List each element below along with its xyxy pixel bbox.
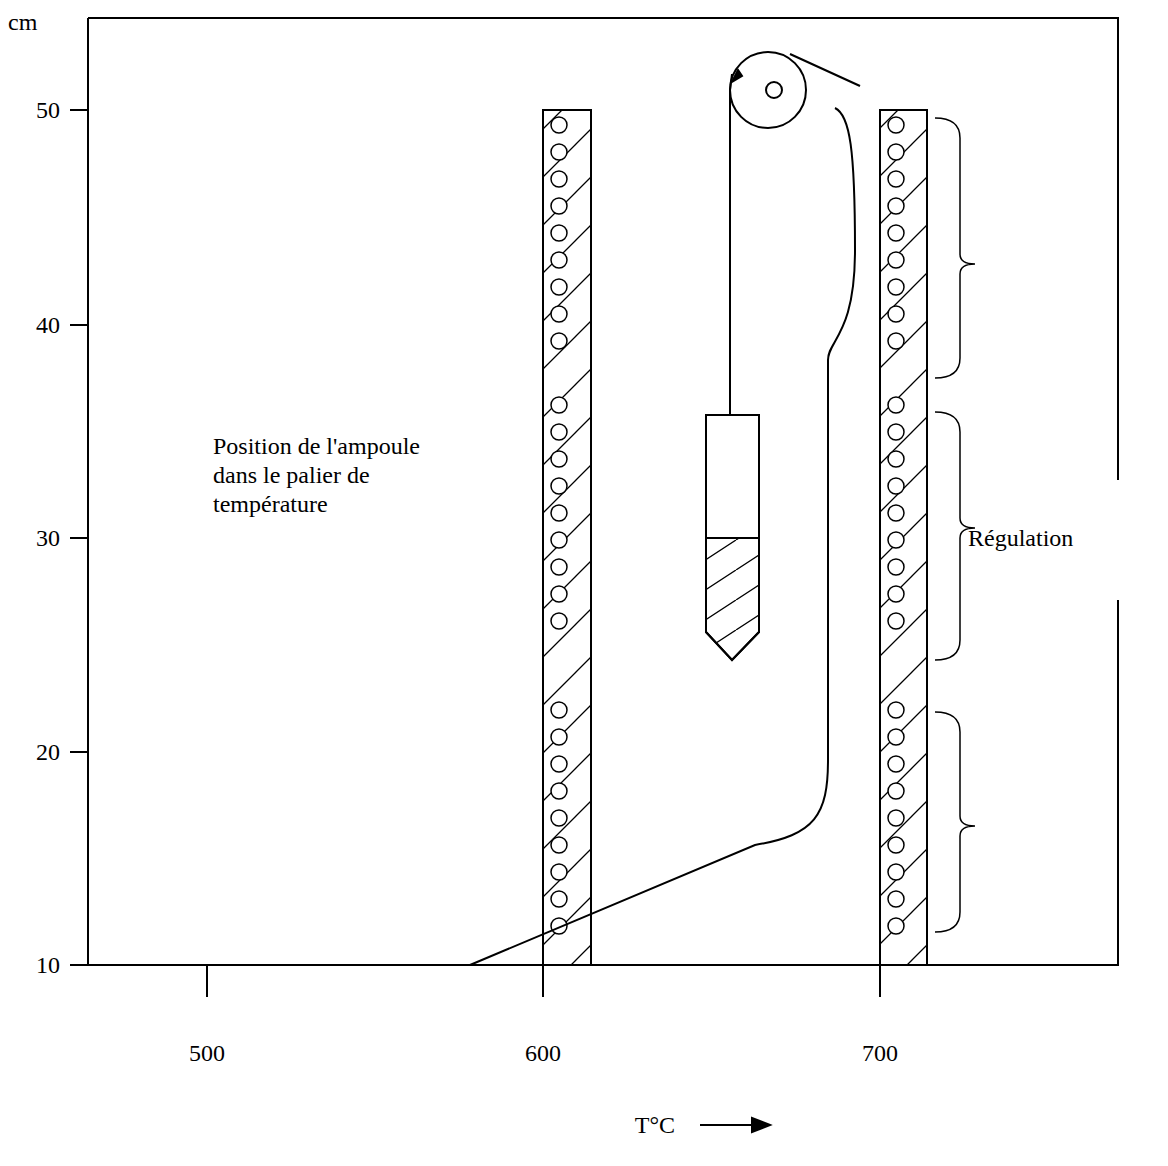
- heating-coil: [888, 810, 904, 826]
- heating-coil: [551, 252, 567, 268]
- heating-coil: [888, 451, 904, 467]
- heating-coil: [551, 586, 567, 602]
- heating-coil: [888, 729, 904, 745]
- heating-coil: [551, 451, 567, 467]
- heating-coil: [888, 505, 904, 521]
- axis-tick: [207, 965, 880, 997]
- regulation-label: Régulation: [968, 524, 1073, 553]
- heating-coil: [551, 198, 567, 214]
- axis-value: 10: [36, 951, 60, 980]
- heating-coil: [551, 864, 567, 880]
- axis-tick: [70, 110, 88, 965]
- heating-coil: [888, 783, 904, 799]
- heating-coil: [551, 171, 567, 187]
- heating-coil: [888, 225, 904, 241]
- heating-coil: [551, 333, 567, 349]
- heater-wall: [543, 110, 591, 965]
- heating-coil: [888, 891, 904, 907]
- heating-coil: [551, 225, 567, 241]
- heating-coil: [551, 397, 567, 413]
- temperature-profile: [470, 108, 855, 965]
- heating-coil: [551, 783, 567, 799]
- heating-coil: [888, 424, 904, 440]
- heating-coil: [551, 117, 567, 133]
- heating-coil: [888, 252, 904, 268]
- heating-coil: [888, 756, 904, 772]
- axis-title: cm: [8, 8, 37, 37]
- heating-coil: [888, 532, 904, 548]
- axis-value: 600: [525, 1039, 561, 1068]
- heating-coil: [551, 478, 567, 494]
- heating-coil: [551, 729, 567, 745]
- heating-coil: [888, 279, 904, 295]
- heating-coil: [888, 478, 904, 494]
- suspension-wire: [729, 90, 731, 415]
- arrow-head: [752, 1118, 770, 1132]
- frame: [88, 18, 1118, 965]
- note-label: Position de l'ampoule dans le palier de …: [213, 432, 443, 518]
- heating-coil: [888, 171, 904, 187]
- axis-value: 20: [36, 738, 60, 767]
- heating-coil: [551, 891, 567, 907]
- heating-coil: [551, 810, 567, 826]
- heating-coil: [888, 918, 904, 934]
- axis-value: 50: [36, 96, 60, 125]
- pulley: [730, 52, 860, 415]
- heating-coil: [888, 117, 904, 133]
- axis-value: 500: [189, 1039, 225, 1068]
- heater-wall: [880, 110, 927, 965]
- heating-coil: [551, 702, 567, 718]
- axis-title: T°C: [635, 1111, 675, 1140]
- heating-coil: [551, 559, 567, 575]
- heating-coil: [888, 559, 904, 575]
- ampoule: [706, 415, 759, 660]
- heating-coil: [888, 864, 904, 880]
- heating-coil: [551, 756, 567, 772]
- heating-coil: [551, 424, 567, 440]
- axis-value: 40: [36, 311, 60, 340]
- heating-coil: [551, 306, 567, 322]
- axis-value: 700: [862, 1039, 898, 1068]
- heating-coil: [888, 397, 904, 413]
- heating-coil: [888, 333, 904, 349]
- heating-coil: [888, 198, 904, 214]
- axis-value: 30: [36, 524, 60, 553]
- heating-coil: [888, 702, 904, 718]
- heating-coil: [888, 306, 904, 322]
- heating-coil: [551, 532, 567, 548]
- heating-coil: [888, 613, 904, 629]
- heating-coil: [888, 837, 904, 853]
- heating-coil: [888, 586, 904, 602]
- heating-coil: [551, 837, 567, 853]
- heating-coil: [888, 144, 904, 160]
- heating-coil: [551, 279, 567, 295]
- heating-coil: [551, 144, 567, 160]
- heating-coil: [551, 505, 567, 521]
- heating-coil: [551, 613, 567, 629]
- frame: [88, 18, 1118, 480]
